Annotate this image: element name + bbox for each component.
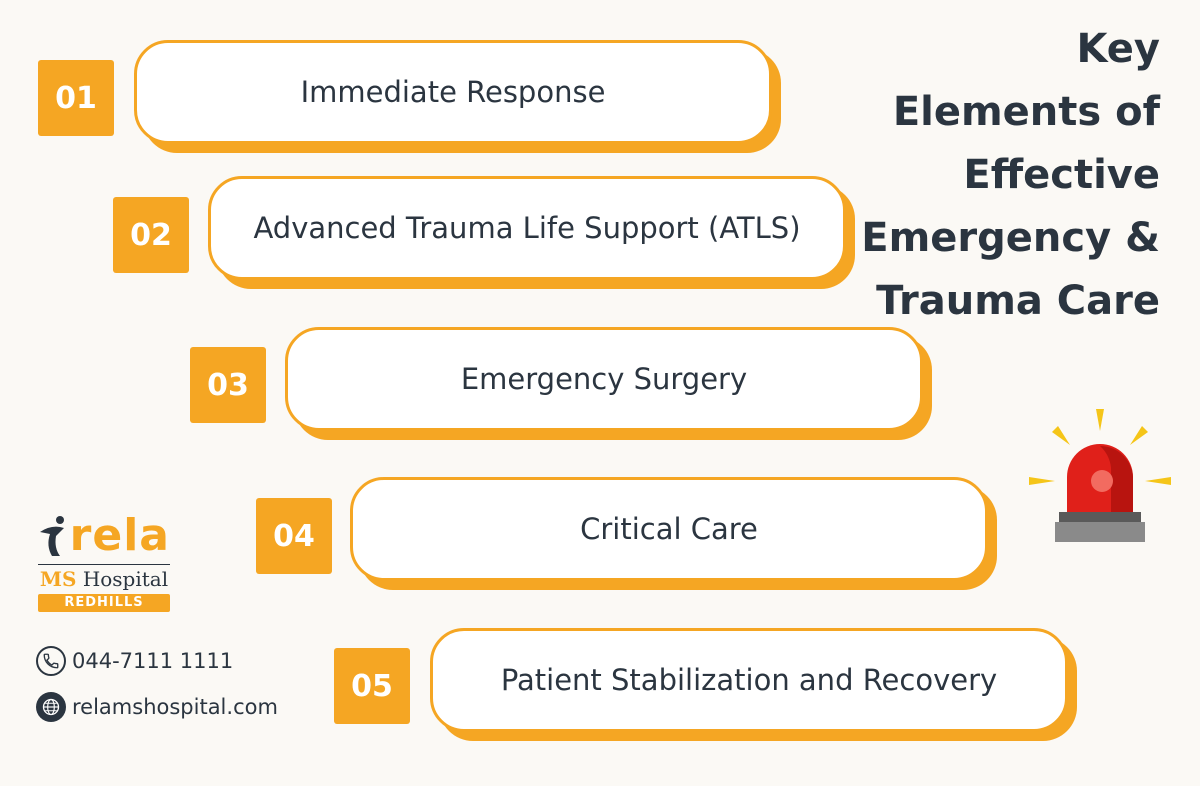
globe-icon	[36, 692, 66, 722]
web-contact: relamshospital.com	[36, 692, 278, 722]
logo-ms: MS	[39, 567, 77, 591]
logo-hospital: MS Hospital	[38, 564, 170, 591]
page-title: Key Elements of Effective Emergency & Tr…	[861, 26, 1160, 324]
hospital-logo: rela MS Hospital REDHILLS	[38, 512, 170, 612]
step-number-2: 02	[113, 197, 189, 273]
step-card-2: Advanced Trauma Life Support (ATLS)	[208, 176, 846, 280]
step-card-4: Critical Care	[350, 477, 988, 581]
step-card-3: Emergency Surgery	[285, 327, 923, 431]
phone-number[interactable]: 044-7111 1111	[72, 649, 234, 673]
logo-branch: REDHILLS	[38, 594, 170, 612]
step-number-4: 04	[256, 498, 332, 574]
logo-brand: rela	[69, 510, 170, 561]
step-card-5: Patient Stabilization and Recovery	[430, 628, 1068, 732]
phone-contact: 044-7111 1111	[36, 646, 233, 676]
step-card-1: Immediate Response	[134, 40, 772, 144]
logo-hospital-text: Hospital	[82, 567, 169, 591]
website-link[interactable]: relamshospital.com	[72, 695, 278, 719]
logo-figure-icon	[40, 516, 64, 556]
step-number-3: 03	[190, 347, 266, 423]
step-number-1: 01	[38, 60, 114, 136]
phone-icon	[36, 646, 66, 676]
step-number-5: 05	[334, 648, 410, 724]
siren-icon	[1029, 409, 1171, 542]
